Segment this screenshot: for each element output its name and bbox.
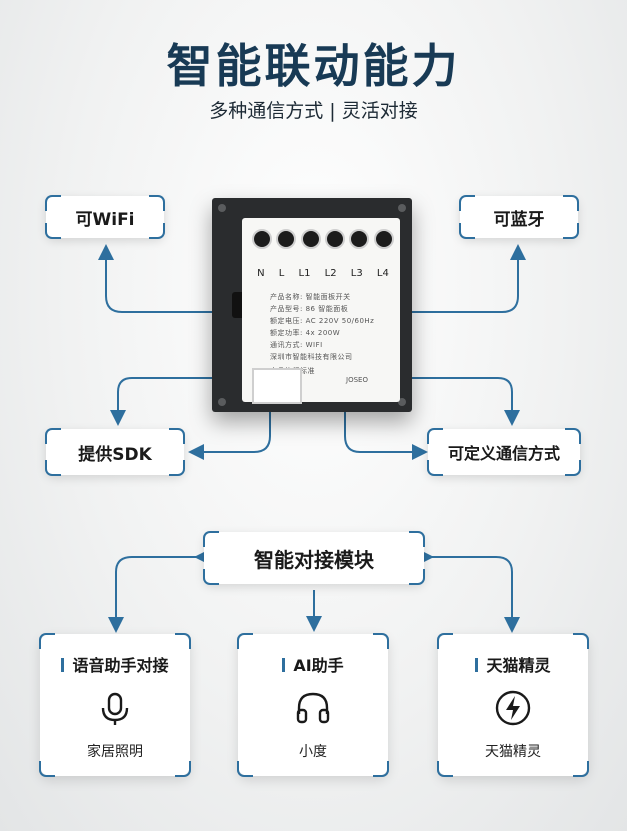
lightning-icon	[495, 690, 531, 726]
integration-module: 智能对接模块	[203, 531, 425, 585]
card-subtitle: 天猫精灵	[485, 744, 541, 760]
card-title: 语音助手对接	[72, 656, 169, 675]
screw	[398, 398, 406, 406]
pin-label: L	[278, 268, 285, 279]
spec-line: 产品名称: 智能面板开关	[270, 293, 351, 301]
terminal-screw	[300, 229, 321, 249]
bluetooth-label: 可蓝牙	[493, 209, 545, 230]
pin-label: L2	[324, 268, 337, 279]
card-title: AI助手	[293, 656, 344, 675]
terminal-screw	[373, 229, 394, 249]
spec-line: 深圳市智能科技有限公司	[270, 353, 353, 361]
screw	[218, 398, 226, 406]
wifi-callout: 可WiFi	[45, 195, 165, 239]
spec-line: 产品型号: 86 智能面板	[270, 305, 349, 313]
sdk-callout: 提供SDK	[45, 428, 185, 476]
pin-labels: N L L1 L2 L3 L4	[250, 268, 396, 279]
pin-label: L1	[298, 268, 311, 279]
module-body: N L L1 L2 L3 L4 产品名称: 智能面板开关 产品型号: 86 智能…	[242, 218, 400, 404]
integration-label: 智能对接模块	[254, 547, 374, 572]
custom-comm-label: 可定义通信方式	[447, 444, 560, 463]
card-ai-assistant: AI助手 小度	[237, 633, 389, 777]
pin-label: L4	[376, 268, 389, 279]
spec-line: 额定功率: 4x 200W	[270, 329, 341, 337]
terminal-screw	[276, 229, 297, 249]
card-subtitle: 家居照明	[87, 744, 143, 760]
headphones-icon	[296, 692, 330, 724]
terminal-screw	[325, 229, 346, 249]
bluetooth-callout: 可蓝牙	[459, 195, 579, 239]
voice-assistant-icon	[101, 692, 129, 725]
connector-port	[252, 368, 302, 404]
spec-line: 额定电压: AC 220V 50/60Hz	[270, 317, 375, 325]
screw	[398, 204, 406, 212]
screw	[218, 204, 226, 212]
terminal-block	[250, 220, 396, 258]
wifi-label: 可WiFi	[75, 209, 135, 230]
spec-line: 通讯方式: WIFI	[270, 341, 323, 349]
custom-comm-callout: 可定义通信方式	[427, 428, 581, 476]
card-voice-assistant: 语音助手对接 家居照明	[39, 633, 191, 777]
page-title: 智能联动能力	[166, 39, 461, 93]
switch-module: N L L1 L2 L3 L4 产品名称: 智能面板开关 产品型号: 86 智能…	[212, 198, 412, 412]
page-subtitle: 多种通信方式 | 灵活对接	[209, 100, 418, 122]
card-title: 天猫精灵	[486, 656, 551, 675]
model-code: JOSEO	[346, 376, 368, 384]
sdk-label: 提供SDK	[78, 444, 152, 465]
pin-label: N	[257, 268, 265, 279]
card-subtitle: 小度	[299, 744, 327, 760]
pin-label: L3	[350, 268, 363, 279]
terminal-screw	[349, 229, 370, 249]
card-tmall-genie: 天猫精灵 天猫精灵	[437, 633, 589, 777]
terminal-screw	[252, 229, 273, 249]
